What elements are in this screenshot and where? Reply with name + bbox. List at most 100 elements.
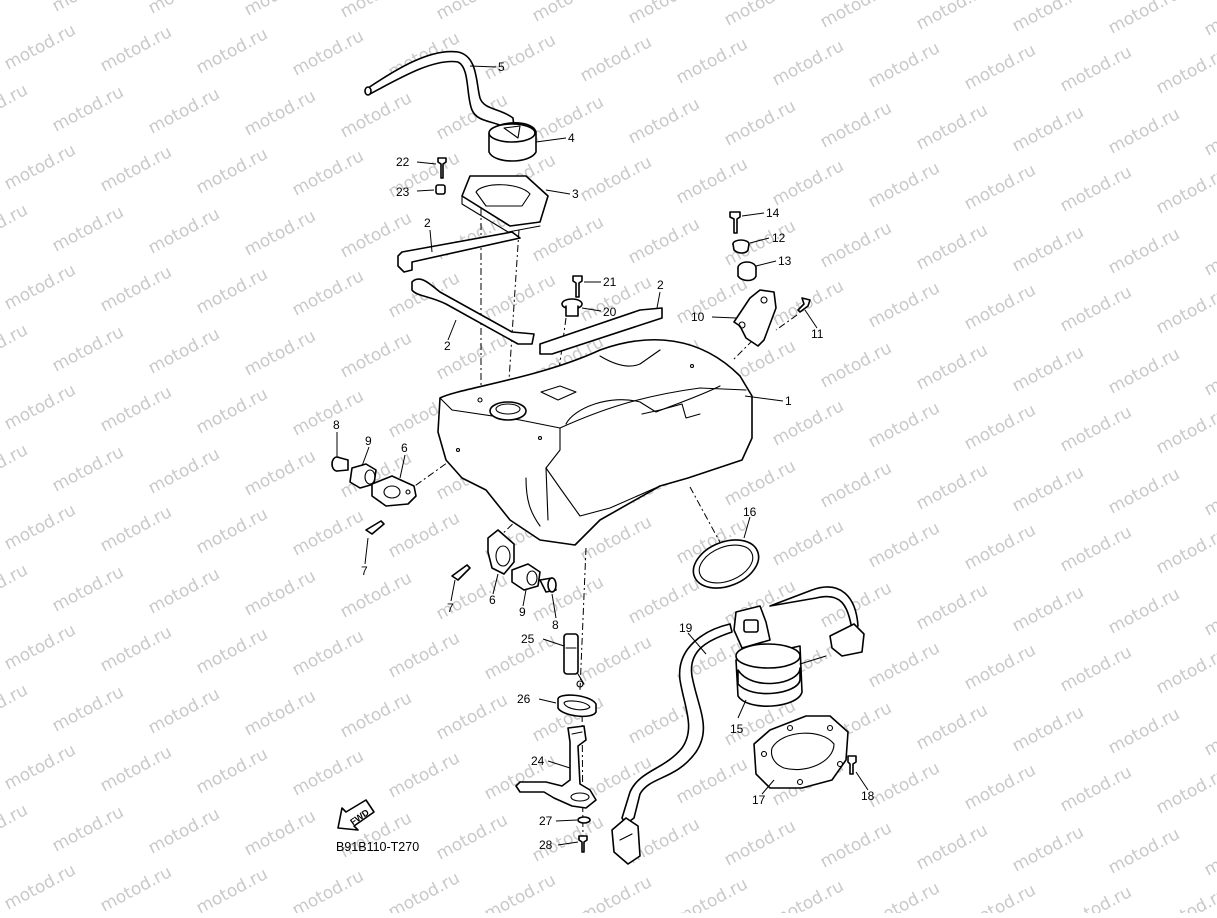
watermark-text: motod.ru: [865, 398, 943, 452]
watermark-text: motod.ru: [0, 0, 31, 14]
watermark-text: motod.ru: [0, 560, 31, 614]
watermark-text: motod.ru: [0, 200, 31, 254]
callout-11: 11: [811, 327, 824, 341]
watermark-text: motod.ru: [193, 24, 271, 78]
watermark-text: motod.ru: [385, 508, 463, 562]
callout-6-left: 6: [401, 441, 408, 455]
callout-2-upper-rail: 2: [424, 216, 431, 230]
watermark-text: motod.ru: [193, 504, 271, 558]
level-sender-24: [515, 725, 597, 809]
bolt-22: [437, 157, 447, 179]
watermark-text: motod.ru: [481, 870, 559, 913]
watermark-text: motod.ru: [1201, 106, 1217, 160]
watermark-text: motod.ru: [97, 262, 175, 316]
gasket-26: [557, 694, 597, 718]
watermark-text: motod.ru: [1, 620, 79, 674]
watermark-text: motod.ru: [1153, 644, 1217, 698]
watermark-text: motod.ru: [1, 500, 79, 554]
watermark-text: motod.ru: [817, 218, 895, 272]
watermark-text: motod.ru: [865, 518, 943, 572]
watermark-text: motod.ru: [769, 876, 847, 913]
watermark-text: motod.ru: [0, 440, 31, 494]
watermark-text: motod.ru: [529, 0, 607, 26]
watermark-text: motod.ru: [145, 0, 223, 18]
bolt-11: [797, 297, 811, 313]
bracket-10: [733, 289, 777, 347]
watermark-text: motod.ru: [865, 758, 943, 812]
watermark-text: motod.ru: [337, 568, 415, 622]
watermark-text: motod.ru: [913, 220, 991, 274]
watermark-text: motod.ru: [1057, 762, 1135, 816]
callout-25: 25: [521, 632, 535, 646]
watermark-text: motod.ru: [97, 622, 175, 676]
watermark-text: motod.ru: [1153, 164, 1217, 218]
watermark-text: motod.ru: [481, 30, 559, 84]
watermark-text: motod.ru: [961, 400, 1039, 454]
collar-23: [435, 184, 446, 195]
watermark-text: motod.ru: [0, 680, 31, 734]
watermark-text: motod.ru: [1, 140, 79, 194]
watermark-text: motod.ru: [1105, 704, 1183, 758]
watermark-text: motod.ru: [721, 96, 799, 150]
watermark-text: motod.ru: [0, 80, 31, 134]
watermark-text: motod.ru: [49, 802, 127, 856]
watermark-text: motod.ru: [49, 322, 127, 376]
watermark-text: motod.ru: [289, 26, 367, 80]
watermark-text: motod.ru: [769, 396, 847, 450]
damper-9-right: [511, 563, 541, 591]
watermark-text: motod.ru: [1153, 884, 1217, 913]
watermark-text: motod.ru: [49, 202, 127, 256]
bolt-14: [729, 211, 741, 234]
callout-26: 26: [517, 692, 531, 706]
watermark-text: motod.ru: [769, 36, 847, 90]
damper-13: [737, 261, 757, 282]
watermark-text: motod.ru: [865, 638, 943, 692]
watermark-text: motod.ru: [913, 820, 991, 874]
filler-cap: [488, 121, 537, 162]
watermark-text: motod.ru: [145, 444, 223, 498]
callout-8-right: 8: [552, 618, 559, 632]
watermark-text: motod.ru: [913, 700, 991, 754]
callout-17: 17: [752, 793, 766, 807]
watermark-text: motod.ru: [97, 862, 175, 913]
callout-7-left: 7: [361, 564, 368, 578]
watermark-text: motod.ru: [145, 204, 223, 258]
watermark-text: motod.ru: [49, 0, 127, 16]
watermark-text: motod.ru: [961, 160, 1039, 214]
watermark-text: motod.ru: [1009, 0, 1087, 36]
callout-10: 10: [691, 310, 705, 324]
watermark-text: motod.ru: [1009, 102, 1087, 156]
watermark-text: motod.ru: [1105, 824, 1183, 878]
watermark-text: motod.ru: [97, 22, 175, 76]
watermark-text: motod.ru: [1, 260, 79, 314]
watermark-text: motod.ru: [241, 446, 319, 500]
watermark-text: motod.ru: [1, 740, 79, 794]
watermark-text: motod.ru: [913, 0, 991, 34]
callout-2-side-strip: 2: [657, 278, 664, 292]
callout-27: 27: [539, 814, 553, 828]
watermark-text: motod.ru: [241, 806, 319, 860]
watermark-text: motod.ru: [145, 564, 223, 618]
watermark-text: motod.ru: [961, 640, 1039, 694]
watermark-text: motod.ru: [481, 270, 559, 324]
watermark-text: motod.ru: [817, 338, 895, 392]
watermark-text: motod.ru: [1057, 402, 1135, 456]
watermark-text: motod.ru: [817, 98, 895, 152]
watermark-text: motod.ru: [1201, 346, 1217, 400]
watermark-text: motod.ru: [673, 154, 751, 208]
callout-12: 12: [772, 231, 786, 245]
callout-23: 23: [396, 185, 410, 199]
watermark-text: motod.ru: [1009, 822, 1087, 876]
watermark-text: motod.ru: [49, 562, 127, 616]
callout-3: 3: [572, 187, 579, 201]
watermark-text: motod.ru: [289, 146, 367, 200]
watermark-text: motod.ru: [1105, 584, 1183, 638]
watermark-text: motod.ru: [1009, 462, 1087, 516]
callout-2-lower-rail: 2: [444, 339, 451, 353]
watermark-text: motod.ru: [0, 800, 31, 854]
watermark-text: motod.ru: [769, 156, 847, 210]
watermark-text: motod.ru: [145, 84, 223, 138]
callout-4: 4: [568, 131, 575, 145]
watermark-text: motod.ru: [241, 326, 319, 380]
